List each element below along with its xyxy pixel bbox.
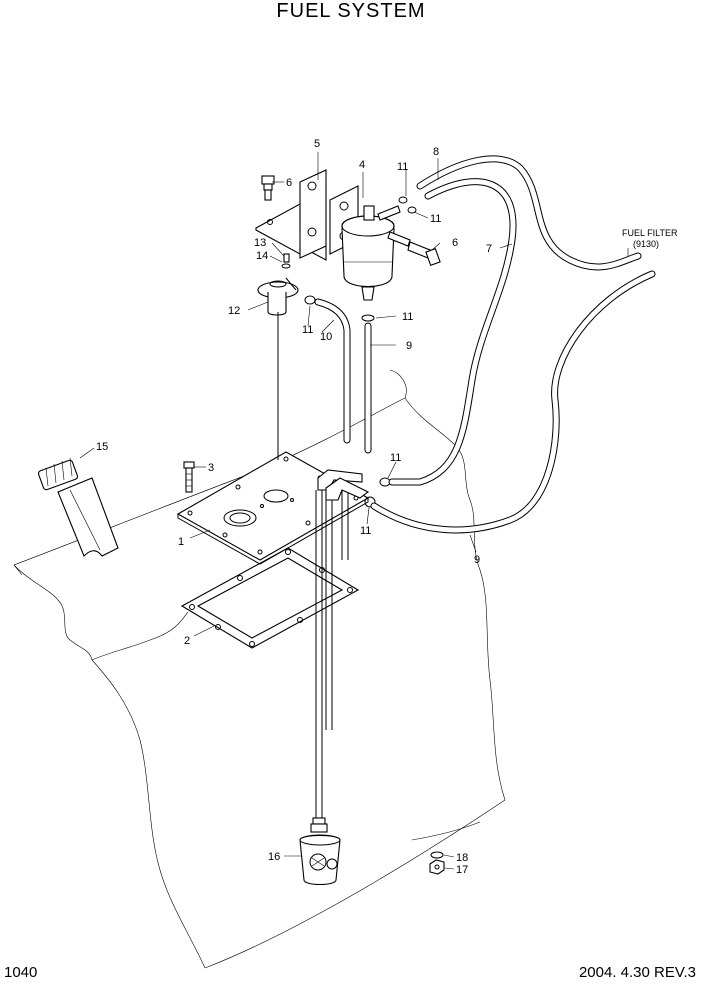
callout-13: 13 <box>254 237 266 249</box>
callout-15: 15 <box>96 441 108 453</box>
leader-lines <box>79 152 629 870</box>
gasket-2 <box>180 547 360 649</box>
o-ring-11-c <box>304 295 316 305</box>
callout-6-upper: 6 <box>286 177 292 189</box>
callout-7: 7 <box>486 243 492 255</box>
callout-9-upper: 9 <box>406 340 412 352</box>
o-ring-11-f <box>364 496 376 508</box>
callout-labels: 5 4 6 11 11 8 7 6 FUEL FILTER (9130) 13 … <box>96 138 678 876</box>
elbow-fittings <box>317 469 370 501</box>
callout-1: 1 <box>178 536 184 548</box>
callout-12: 12 <box>228 305 240 317</box>
callout-11-f: 11 <box>360 525 371 537</box>
callout-4: 4 <box>359 159 365 171</box>
callout-2: 2 <box>184 635 190 647</box>
bolt-6-lower <box>407 241 441 266</box>
hose-8 <box>416 155 642 271</box>
callout-10: 10 <box>320 331 332 343</box>
washer-14 <box>281 263 291 269</box>
nut-17 <box>429 859 445 875</box>
callout-5: 5 <box>314 138 320 150</box>
hose-9-lower <box>370 270 656 534</box>
callout-3: 3 <box>208 462 214 474</box>
callout-9-lower: 9 <box>474 554 480 566</box>
o-ring-11-a <box>398 196 408 204</box>
hose-7 <box>388 178 517 486</box>
page-number: 1040 <box>4 964 38 981</box>
bolt-3 <box>183 461 195 493</box>
bolt-6-upper <box>261 175 275 201</box>
filler-cap-15 <box>37 457 119 557</box>
o-ring-11-b <box>407 206 417 214</box>
sender-unit-12 <box>257 277 299 460</box>
strainer-16 <box>299 834 341 886</box>
callout-16: 16 <box>268 851 280 863</box>
page-title: FUEL SYSTEM <box>276 0 426 22</box>
callout-8: 8 <box>433 146 439 158</box>
suction-tube <box>310 490 349 833</box>
callout-11-c: 11 <box>302 324 313 336</box>
revision-date: 2004. 4.30 REV.3 <box>578 964 696 981</box>
callout-14: 14 <box>256 250 268 262</box>
callout-18: 18 <box>456 852 468 864</box>
fuel-filter-4 <box>341 205 411 301</box>
fuel-filter-reference-label: FUEL FILTER <box>622 228 678 238</box>
o-ring-18 <box>430 851 444 859</box>
callout-11-b: 11 <box>430 213 441 225</box>
callout-11-e: 11 <box>390 452 401 464</box>
o-ring-11-d <box>361 314 375 322</box>
fuel-filter-reference-code: (9130) <box>633 239 659 249</box>
callout-17: 17 <box>456 864 468 876</box>
fuel-tank-outline <box>13 369 506 969</box>
callout-6-lower: 6 <box>452 237 458 249</box>
callout-11-a: 11 <box>397 161 408 173</box>
mounting-plate-1 <box>176 451 370 565</box>
callout-11-d: 11 <box>402 311 413 323</box>
screw-13 <box>283 253 290 263</box>
hose-10 <box>314 298 351 444</box>
